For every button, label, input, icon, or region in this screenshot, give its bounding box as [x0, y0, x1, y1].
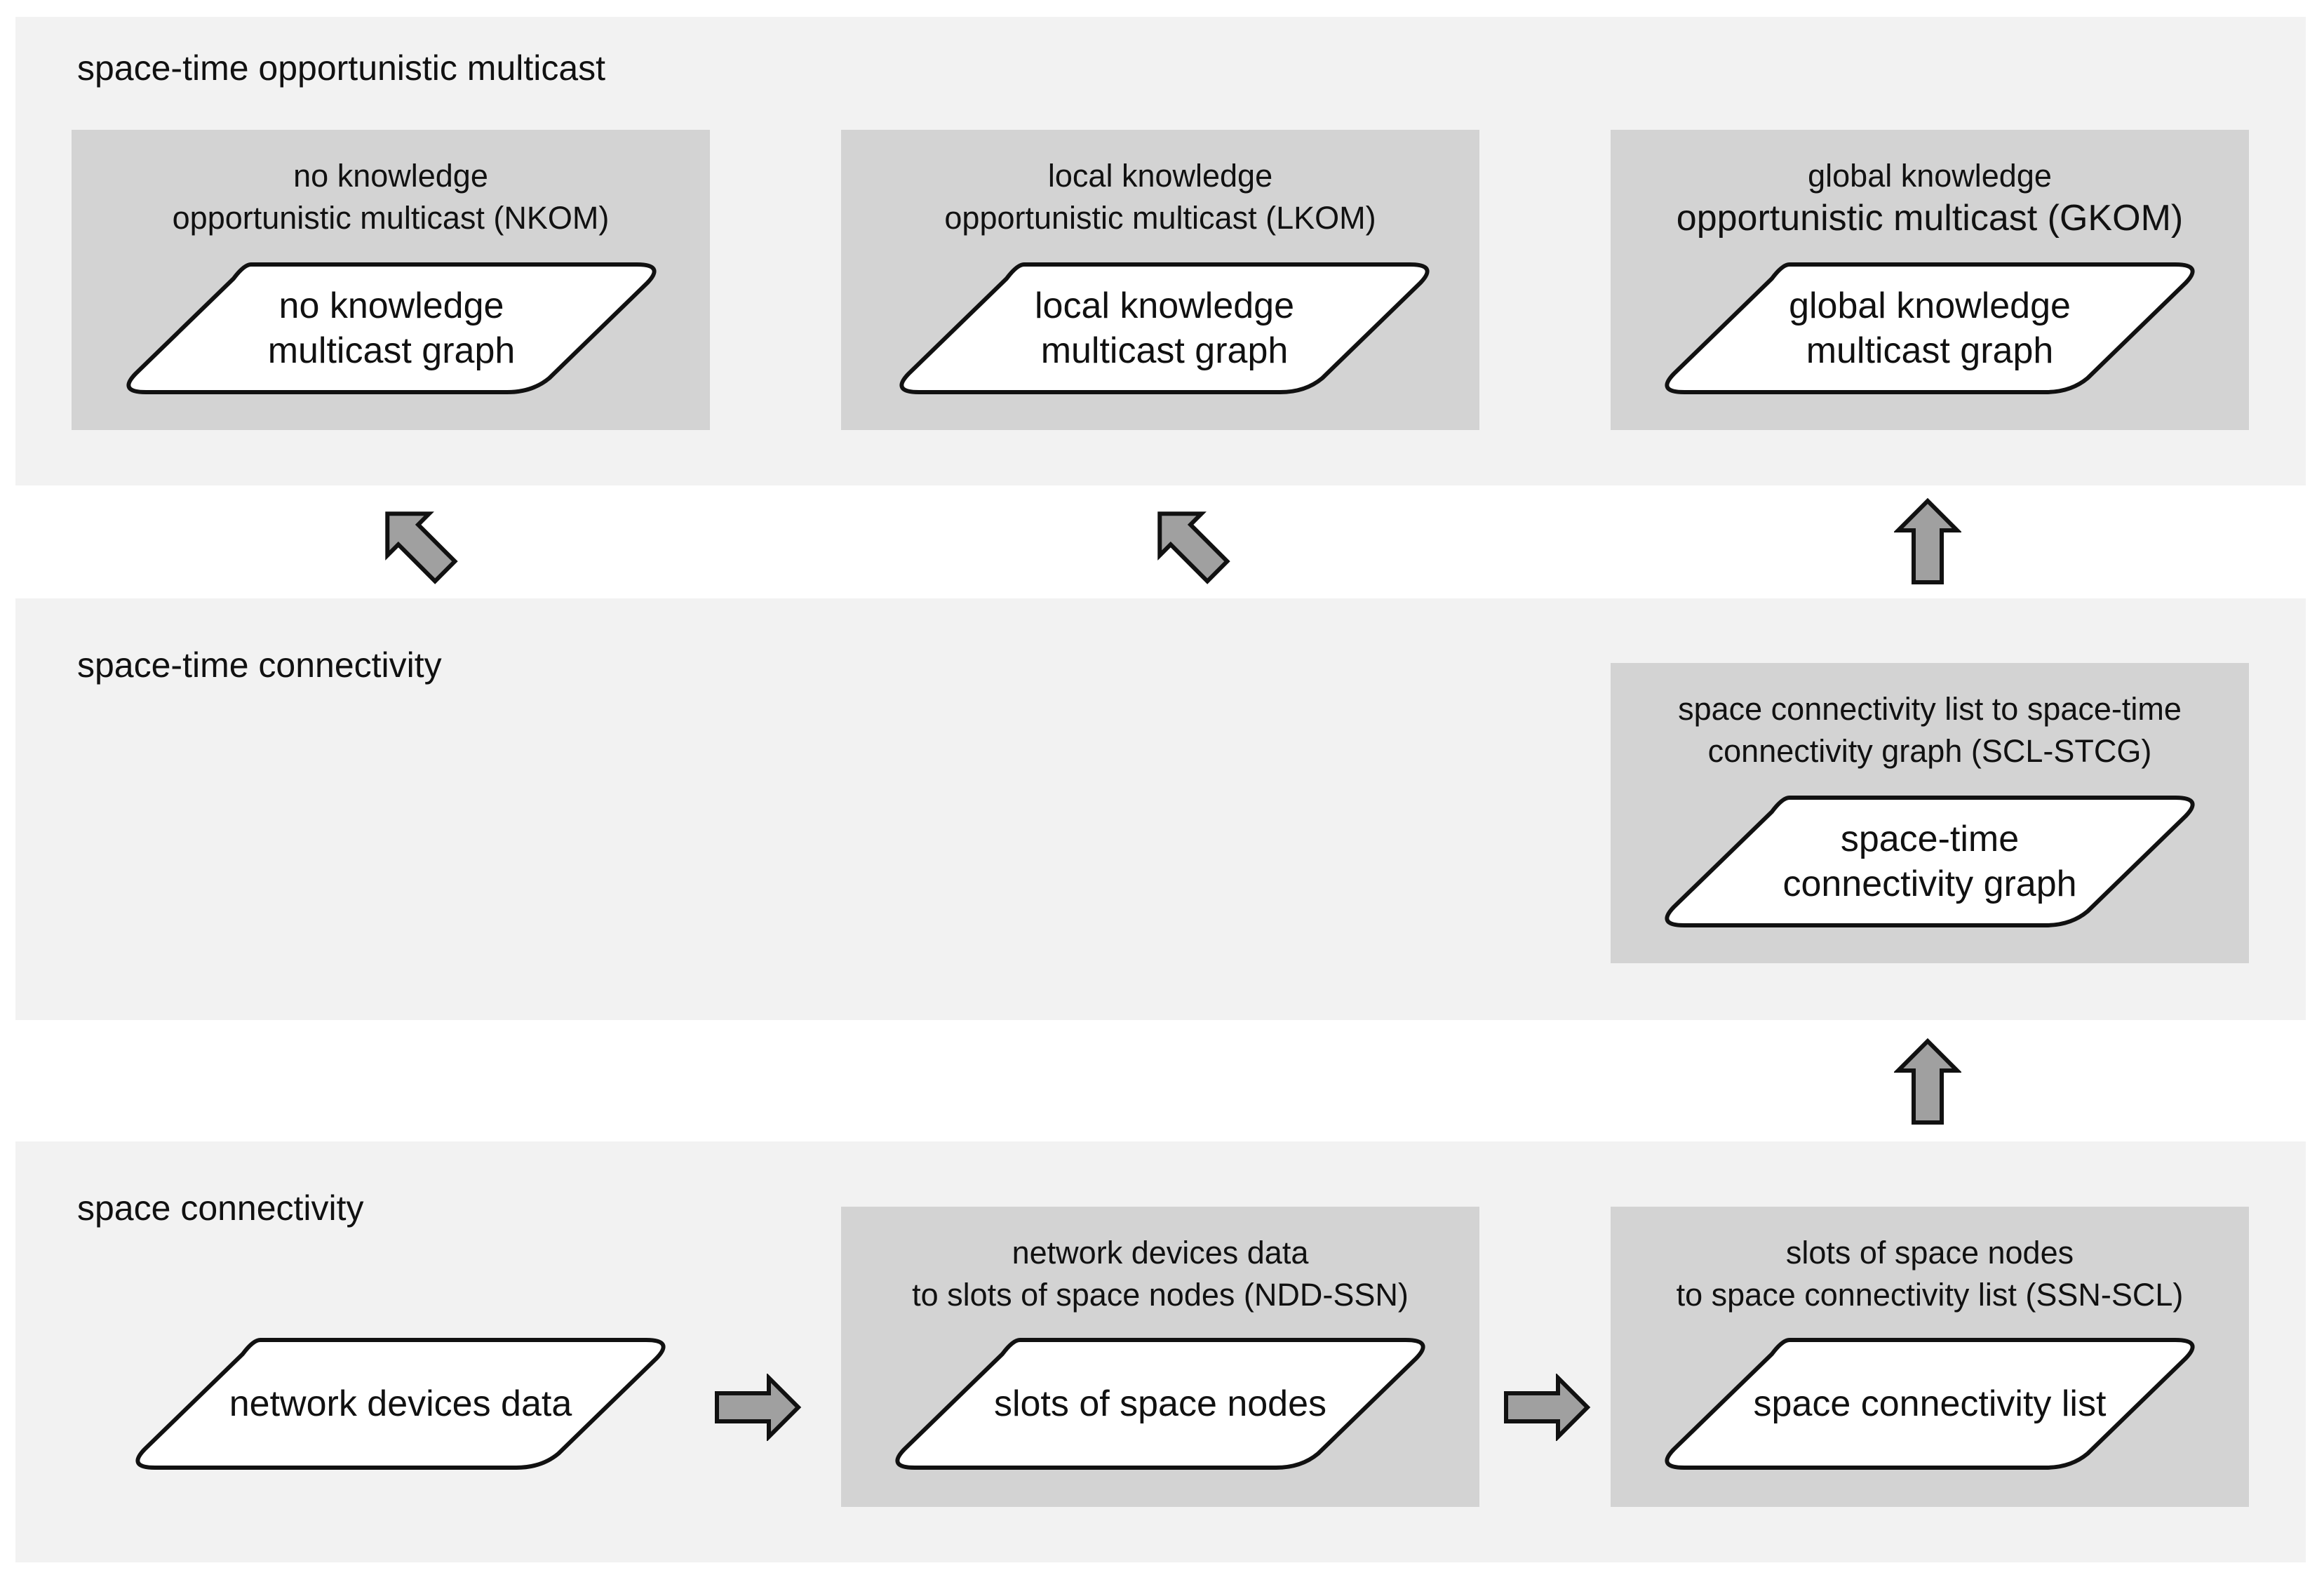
input-network-devices-data: network devices data [123, 1337, 678, 1470]
output-no-knowledge-multicast-graph: no knowledge multicast graph [114, 262, 669, 395]
process-gkom-title-line2: opportunistic multicast (GKOM) [1676, 198, 2184, 239]
process-ssn-scl-title: slots of space nodes to space connectivi… [1676, 1235, 2184, 1313]
layer-title-multicast: space-time opportunistic multicast [77, 48, 606, 88]
input-network-devices-label: network devices data [229, 1383, 572, 1424]
arrow-up-left-icon-to-lkom [1157, 511, 1230, 584]
output-ssn-scl-label: space connectivity list [1753, 1383, 2107, 1424]
arrow-up-icon-scl-to-stcg [1894, 1038, 1961, 1125]
process-gkom: global knowledge opportunistic multicast… [1611, 130, 2249, 430]
output-space-time-connectivity-graph: space-time connectivity graph [1653, 795, 2207, 928]
process-scl-stcg: space connectivity list to space-time co… [1611, 663, 2249, 963]
arrow-right-icon-ndd-to-ssn [715, 1374, 802, 1441]
arrow-right-icon-ssn-to-scl [1504, 1374, 1591, 1441]
process-lkom-title: local knowledge opportunistic multicast … [944, 158, 1376, 236]
output-global-knowledge-multicast-graph: global knowledge multicast graph [1653, 262, 2207, 395]
arrow-up-left-icon-to-nkom [385, 511, 458, 584]
output-slots-of-space-nodes: slots of space nodes [883, 1337, 1437, 1470]
process-ssn-scl: slots of space nodes to space connectivi… [1611, 1207, 2249, 1507]
process-gkom-title-line1: global knowledge [1808, 158, 2052, 194]
output-gkom-label: global knowledge multicast graph [1789, 286, 2071, 371]
layer-title-connectivity: space-time connectivity [77, 645, 442, 685]
layer-title-space: space connectivity [77, 1188, 364, 1228]
output-space-connectivity-list: space connectivity list [1653, 1337, 2207, 1470]
process-lkom: local knowledge opportunistic multicast … [841, 130, 1479, 430]
process-scl-stcg-title: space connectivity list to space-time co… [1678, 691, 2182, 769]
output-scl-stcg-label: space-time connectivity graph [1782, 819, 2077, 904]
output-nkom-label: no knowledge multicast graph [267, 286, 516, 371]
output-ndd-ssn-label: slots of space nodes [993, 1383, 1327, 1424]
process-nkom-title: no knowledge opportunistic multicast (NK… [172, 158, 610, 236]
output-local-knowledge-multicast-graph: local knowledge multicast graph [887, 262, 1442, 395]
process-ndd-ssn-title: network devices data to slots of space n… [912, 1235, 1409, 1313]
output-lkom-label: local knowledge multicast graph [1034, 286, 1295, 371]
process-nkom: no knowledge opportunistic multicast (NK… [72, 130, 710, 430]
process-ndd-ssn: network devices data to slots of space n… [841, 1207, 1479, 1507]
arrow-up-icon-stcg-to-gkom [1894, 497, 1961, 584]
